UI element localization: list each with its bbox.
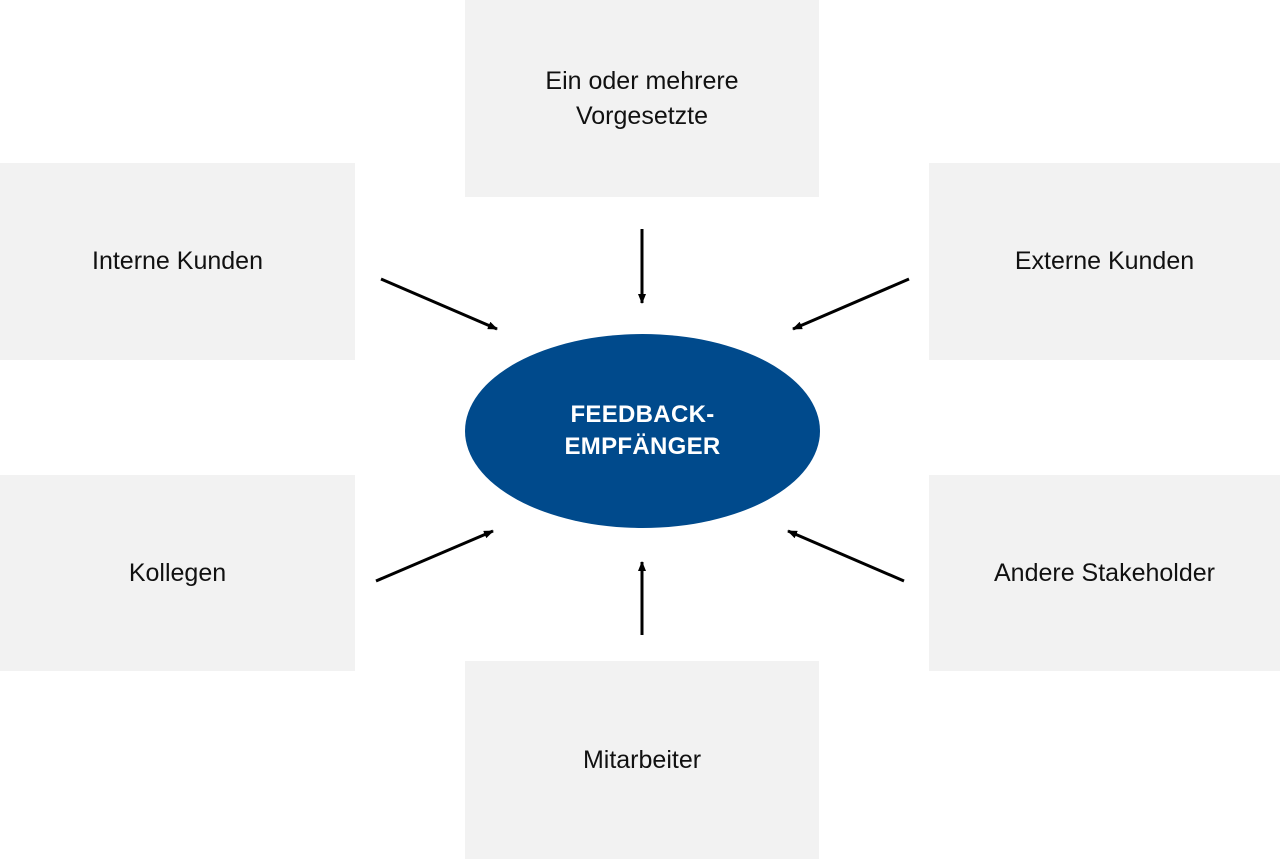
arrow-from-kollegen	[375, 529, 494, 583]
arrow-from-andere-stakeholder	[787, 529, 905, 583]
arrow-from-externe-kunden	[792, 277, 910, 331]
feedback-empfaenger-node: FEEDBACK- EMPFÄNGER	[465, 334, 820, 528]
source-label-externe-kunden: Externe Kunden	[1014, 247, 1195, 275]
source-box-interne-kunden: Interne Kunden	[0, 163, 355, 360]
source-label-interne-kunden: Interne Kunden	[92, 247, 263, 275]
source-label-vorgesetzte: Ein oder mehrere Vorgesetzte	[545, 66, 739, 130]
source-label-mitarbeiter: Mitarbeiter	[582, 745, 702, 774]
source-box-mitarbeiter: Mitarbeiter	[465, 661, 819, 859]
source-box-vorgesetzte: Ein oder mehrere Vorgesetzte	[465, 0, 819, 197]
center-label: FEEDBACK- EMPFÄNGER	[564, 400, 721, 460]
source-box-externe-kunden: Externe Kunden	[929, 163, 1280, 360]
arrow-from-interne-kunden	[380, 277, 498, 331]
source-box-andere-stakeholder: Andere Stakeholder	[929, 475, 1280, 671]
source-label-kollegen: Kollegen	[128, 558, 227, 587]
source-label-andere-stakeholder: Andere Stakeholder	[994, 558, 1215, 587]
source-box-kollegen: Kollegen	[0, 475, 355, 671]
